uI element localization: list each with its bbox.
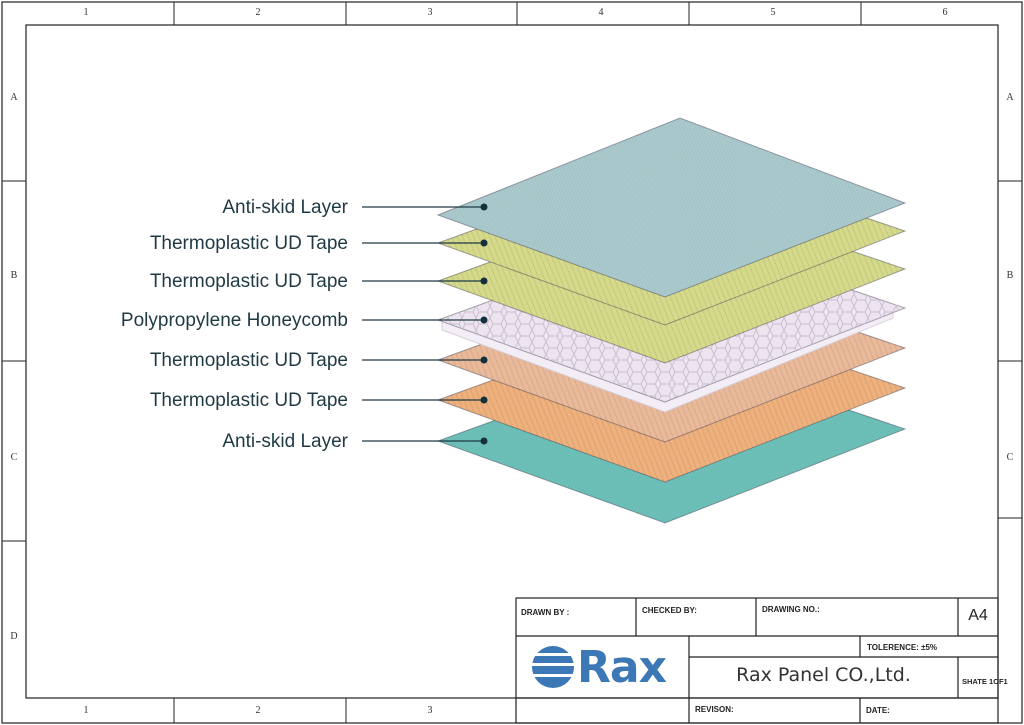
paper-size: A4	[968, 607, 988, 624]
layer-label: Anti-skid Layer	[222, 197, 348, 218]
layer-label: Thermoplastic UD Tape	[149, 390, 348, 411]
column-marker: 3	[427, 7, 433, 18]
column-marker: 2	[255, 705, 261, 716]
leader-dot	[480, 203, 488, 211]
leader-dot	[480, 396, 488, 404]
row-marker: A	[1006, 92, 1014, 103]
row-marker: A	[10, 92, 18, 103]
drawn-by-label: DRAWN BY :	[521, 608, 570, 617]
leader-dot	[480, 437, 488, 445]
row-marker: C	[1006, 452, 1014, 463]
layer-label: Thermoplastic UD Tape	[149, 350, 348, 371]
column-marker: 1	[83, 7, 89, 18]
row-marker: B	[10, 270, 18, 281]
row-marker: B	[1006, 270, 1014, 281]
row-marker: D	[10, 631, 18, 642]
layer-label: Anti-skid Layer	[222, 431, 348, 452]
date-label: DATE:	[866, 706, 890, 715]
company-name: Rax Panel CO.,Ltd.	[736, 664, 911, 686]
column-marker: 4	[598, 7, 604, 18]
leader-dot	[480, 239, 488, 247]
globe-logo-icon	[532, 646, 574, 688]
column-marker: 2	[255, 7, 261, 18]
tolerance-label: TOLERENCE: ±5%	[867, 643, 938, 652]
sheet-label: SHATE 1OF1	[962, 677, 1008, 686]
layer-label: Thermoplastic UD Tape	[149, 233, 348, 254]
column-marker: 1	[83, 705, 89, 716]
drawing-no-label: DRAWING NO.:	[762, 605, 820, 614]
row-marker: C	[10, 452, 18, 463]
layer-sheet	[436, 117, 907, 298]
column-marker: 6	[942, 7, 948, 18]
column-marker: 3	[427, 705, 433, 716]
leader-dot	[480, 277, 488, 285]
company-logo: Rax	[530, 641, 680, 693]
revision-label: REVISON:	[695, 705, 734, 714]
column-marker: 5	[770, 7, 776, 18]
layer-label: Thermoplastic UD Tape	[149, 271, 348, 292]
checked-by-label: CHECKED BY:	[642, 606, 697, 615]
layer-label: Polypropylene Honeycomb	[120, 310, 348, 331]
logo-text: Rax	[577, 641, 667, 693]
leader-dot	[480, 316, 488, 324]
leader-dot	[480, 356, 488, 364]
